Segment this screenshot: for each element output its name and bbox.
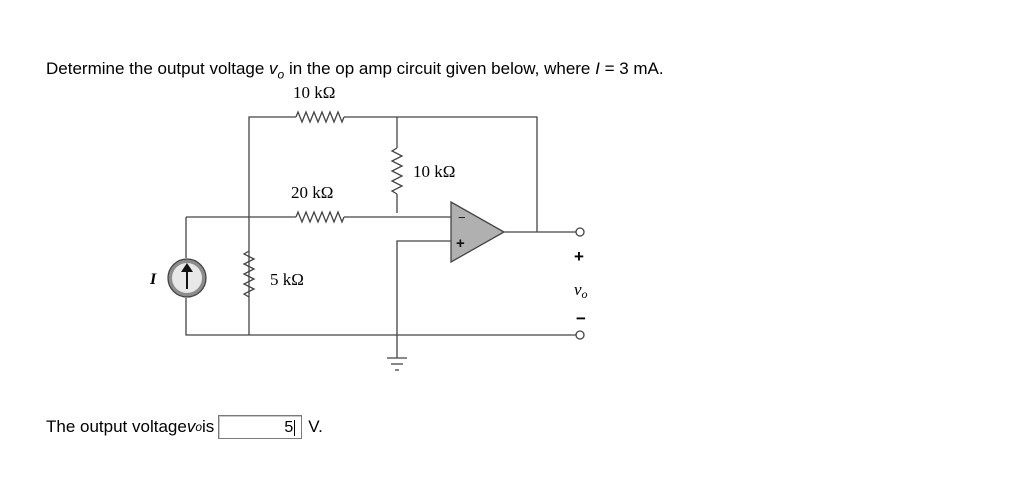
current-source xyxy=(167,258,207,298)
output-terminal-bottom xyxy=(575,330,585,340)
opamp-minus-label: − xyxy=(458,210,466,225)
resistor-input xyxy=(295,210,345,224)
output-voltage-label: vo xyxy=(574,280,588,301)
label-r-top: 10 kΩ xyxy=(293,83,335,102)
question-mid: in the op amp circuit given below, where xyxy=(284,59,596,78)
text-caret xyxy=(294,419,296,436)
resistor-top xyxy=(295,110,345,124)
answer-value: 5 xyxy=(284,419,294,436)
label-r-feedback: 10 kΩ xyxy=(413,162,455,181)
output-minus-label: − xyxy=(576,309,586,328)
label-r-input: 20 kΩ xyxy=(291,183,333,202)
question-current-var: I xyxy=(595,59,600,78)
answer-var: v xyxy=(186,417,196,436)
answer-unit: V. xyxy=(308,417,323,436)
question-text: Determine the output voltage vo in the o… xyxy=(46,59,664,81)
answer-prefix: The output voltage xyxy=(46,417,187,436)
resistor-shunt xyxy=(242,250,256,298)
output-terminal-top xyxy=(575,227,585,237)
answer-sub: o xyxy=(195,420,203,434)
label-source: I xyxy=(149,271,157,288)
question-var: v xyxy=(269,59,278,78)
question-sub: o xyxy=(277,67,285,82)
question-prefix: Determine the output voltage xyxy=(46,59,270,78)
resistor-feedback xyxy=(390,147,404,195)
circuit-wires xyxy=(185,110,576,371)
answer-is: is xyxy=(202,417,215,436)
answer-input[interactable]: 5 xyxy=(218,415,303,439)
label-r-shunt: 5 kΩ xyxy=(270,270,304,289)
op-amp xyxy=(450,200,506,264)
question-suffix: = 3 mA. xyxy=(599,59,664,78)
output-plus-label: + xyxy=(574,247,584,266)
opamp-plus-label: + xyxy=(456,235,465,252)
